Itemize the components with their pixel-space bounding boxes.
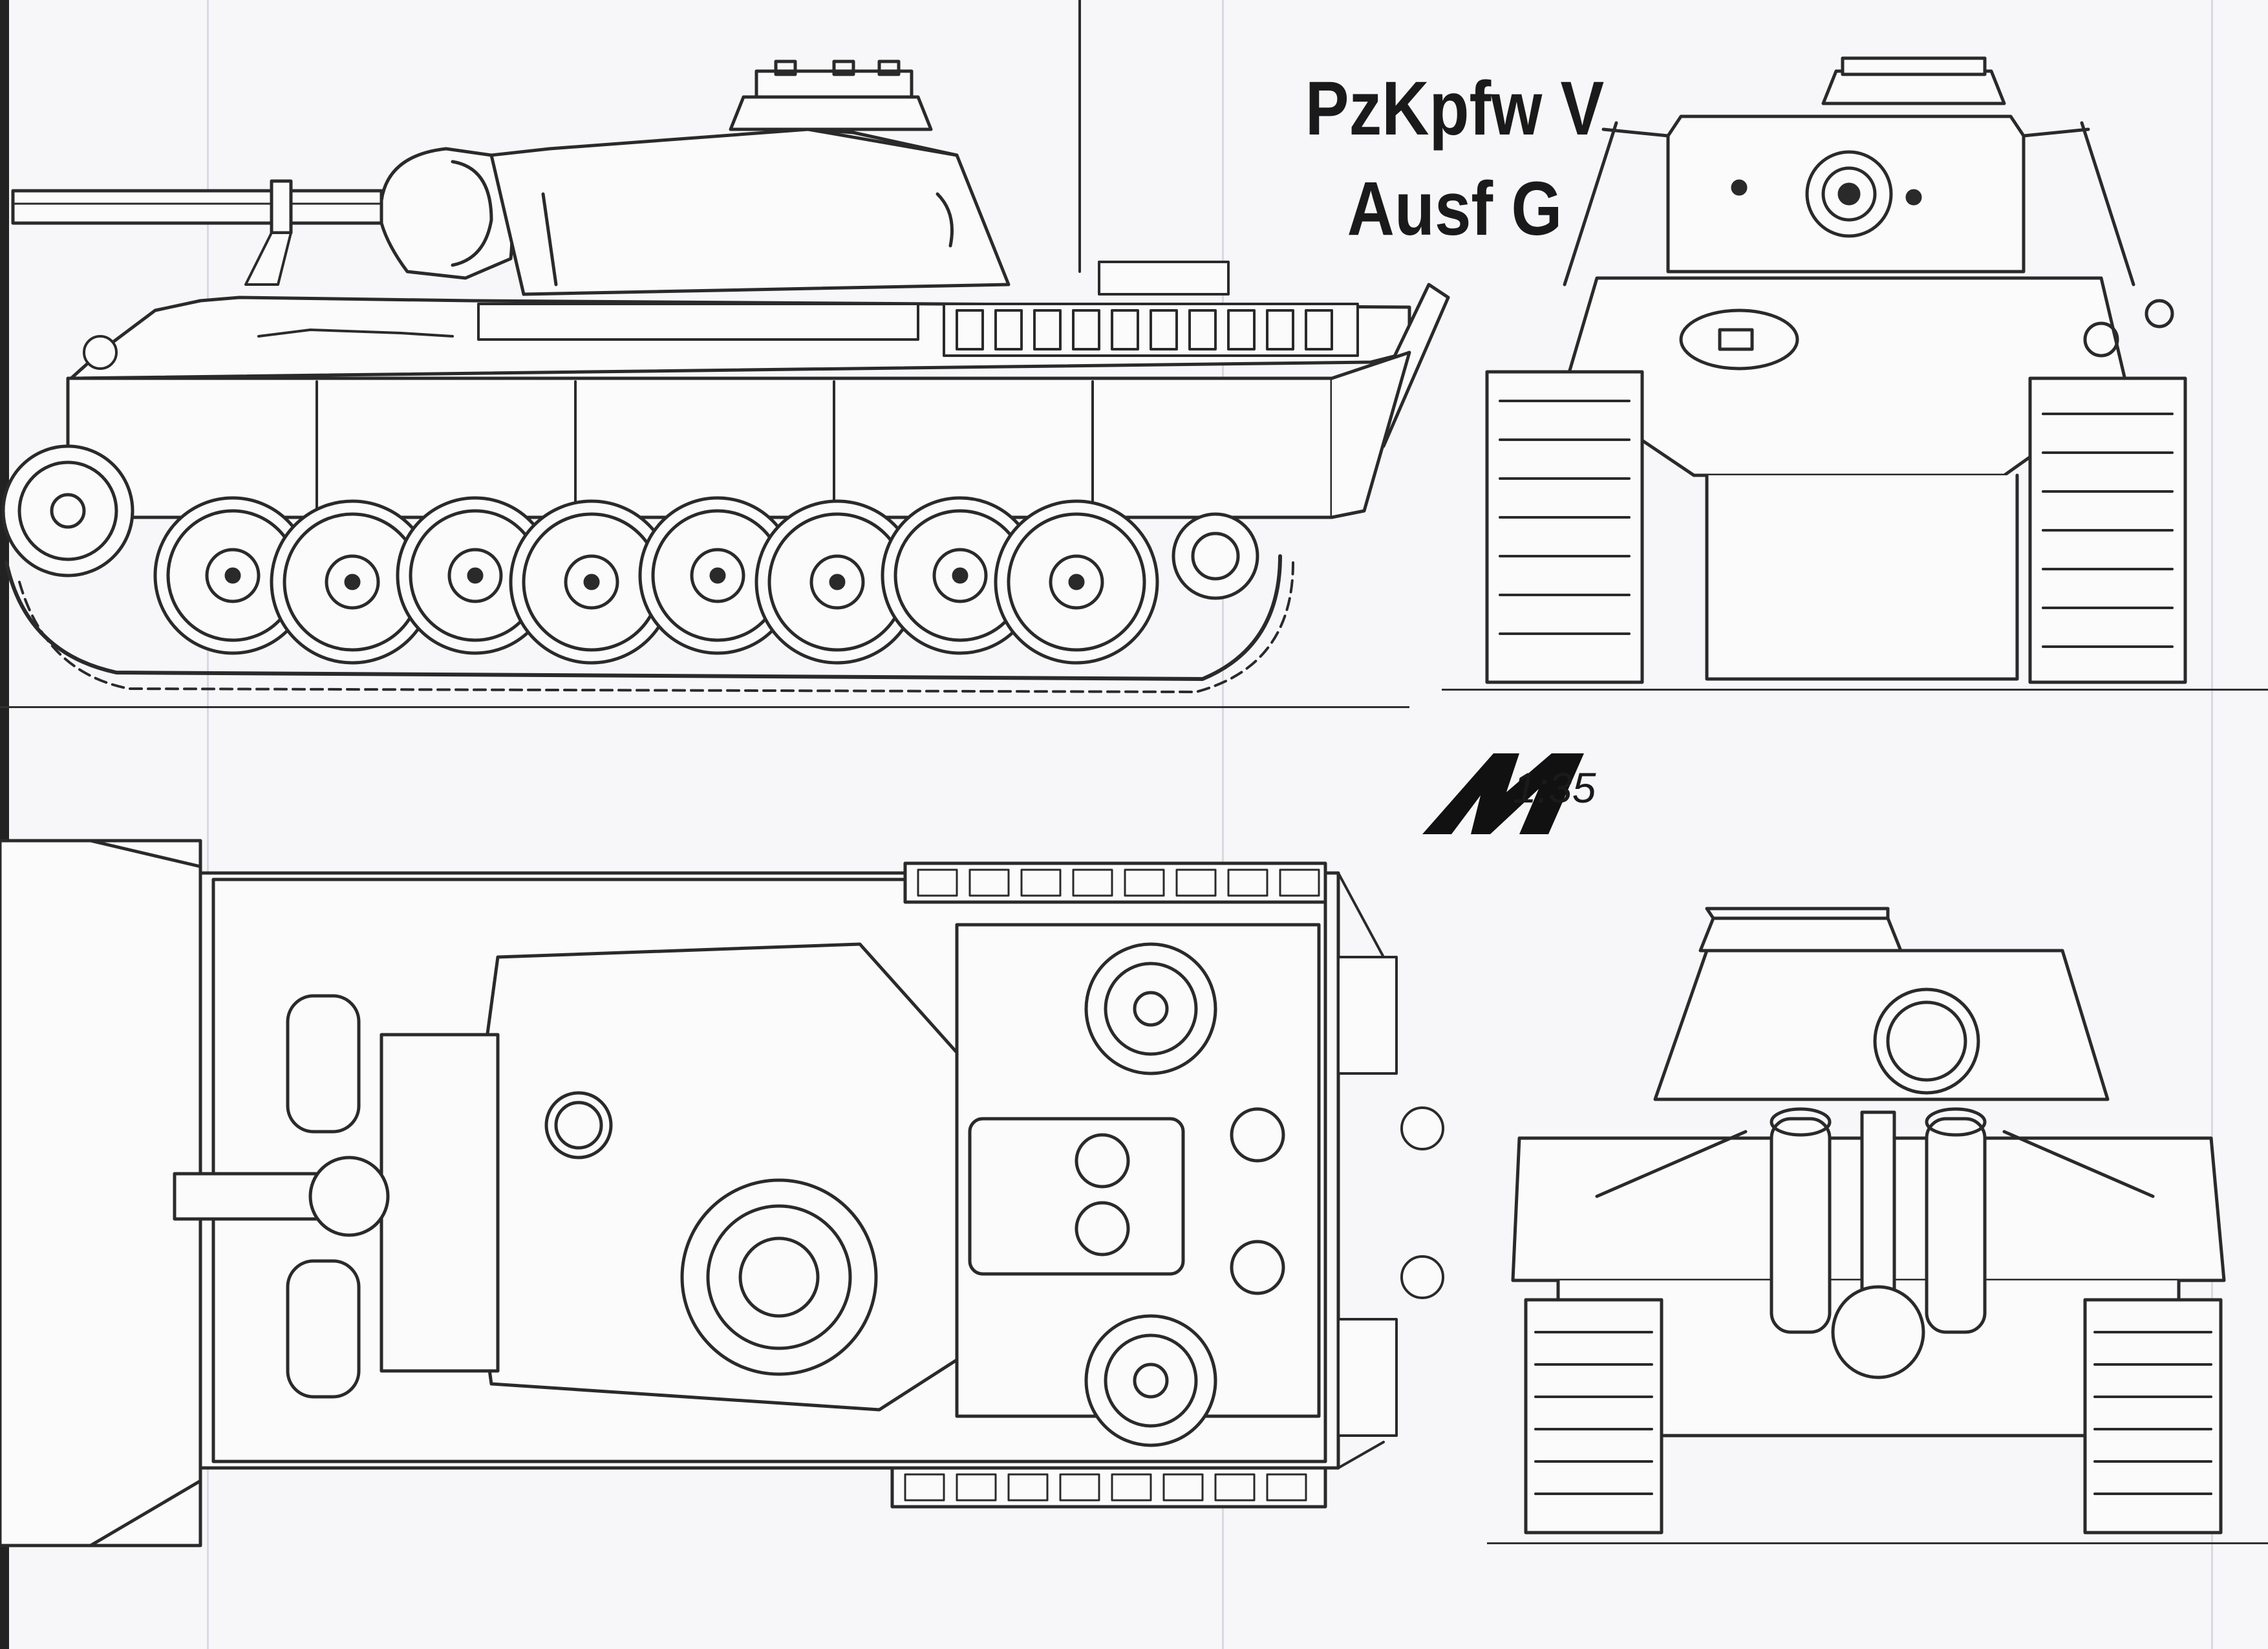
- engine-fan-lower: [1084, 1314, 1217, 1447]
- road-wheels: [153, 496, 1159, 665]
- top-view: [0, 839, 1444, 1547]
- track: [5, 554, 1282, 681]
- top-track-lower: [890, 1466, 1327, 1509]
- ground-line-side: [0, 706, 1409, 708]
- title-line-2: Ausf G: [1347, 166, 1563, 252]
- scale-label: 1:35: [1513, 764, 1596, 812]
- side-view: [1, 0, 1450, 693]
- gun-barrel: [11, 179, 383, 235]
- exhaust-right: [1925, 1107, 1987, 1334]
- rear-view: [1511, 907, 2226, 1535]
- rear-turret-hatch: [1873, 987, 1980, 1095]
- rear-track-right: [2083, 1298, 2223, 1535]
- m-logo-icon: [1422, 753, 1584, 834]
- exhaust-left: [1770, 1107, 1832, 1334]
- idler-wheel: [1171, 512, 1259, 600]
- front-track-right: [2028, 376, 2187, 684]
- fold-line: [2211, 0, 2213, 1649]
- ball-mount: [1679, 308, 1799, 371]
- fold-line: [1222, 0, 1224, 1649]
- drive-sprocket: [1, 444, 134, 577]
- top-cupola: [680, 1178, 878, 1376]
- engine-deck: [943, 261, 1359, 357]
- fold-line: [207, 0, 209, 1649]
- top-track-upper: [903, 861, 1327, 904]
- commander-cupola: [729, 59, 933, 131]
- ground-line-rear: [1487, 1542, 2268, 1544]
- title-line-1: PzKpfw V: [1305, 66, 1605, 151]
- ground-line-front: [1442, 689, 2268, 691]
- turret: [489, 127, 1011, 296]
- front-track-left: [1485, 370, 1644, 684]
- front-view: [1485, 56, 2187, 684]
- side-skirt: [66, 376, 1334, 519]
- rear-track-left: [1524, 1298, 1664, 1535]
- rear-idler-hub: [1831, 1285, 1925, 1379]
- engine-fan-upper: [1084, 942, 1217, 1075]
